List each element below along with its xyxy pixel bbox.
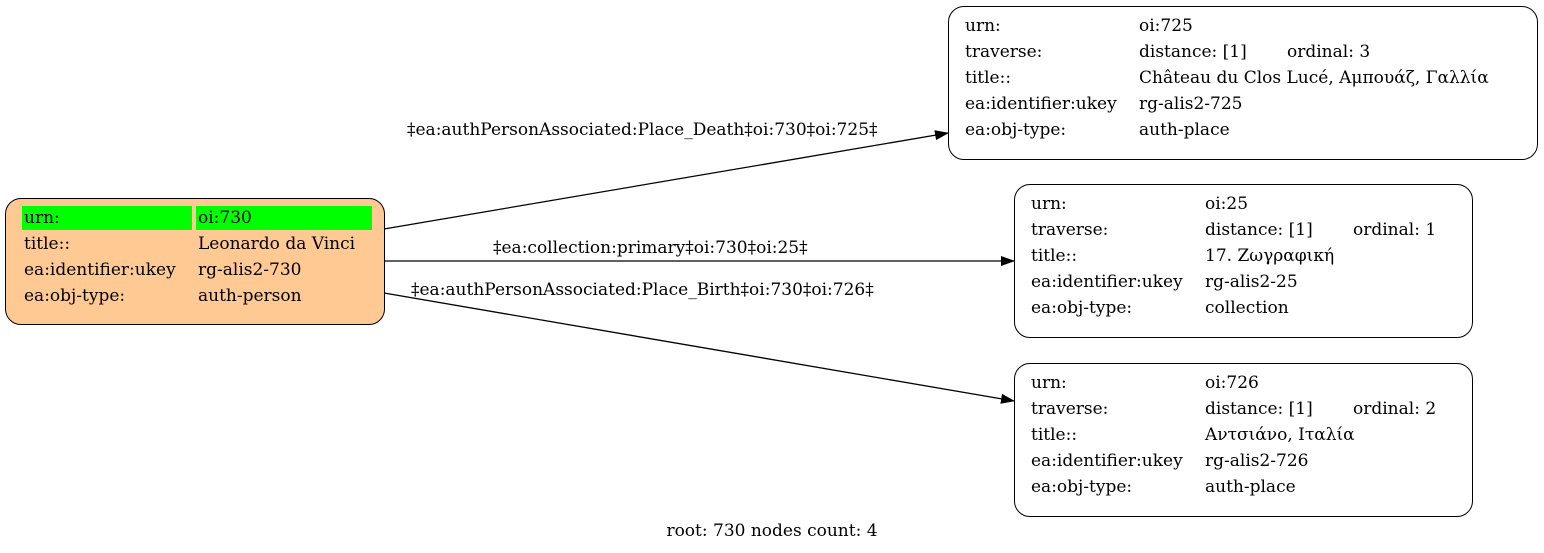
graph-footer: root: 730 nodes count: 4 — [666, 521, 878, 541]
node-25-type-value: collection — [1205, 298, 1289, 318]
node-oi-25[interactable]: urn: oi:25 traverse: distance: [1] ordina… — [1014, 184, 1473, 338]
root-ukey-key: ea:identifier:ukey — [24, 260, 176, 280]
node-726-title-value: Αντσιάνο, Ιταλία — [1205, 425, 1355, 445]
root-type-row: ea:obj-type: auth-person — [22, 284, 372, 308]
node-726-type-key: ea:obj-type: — [1031, 477, 1133, 497]
node-25-title-key: title:: — [1031, 246, 1078, 266]
root-type-value: auth-person — [198, 286, 302, 306]
node-25-ukey-value: rg-alis2-25 — [1205, 272, 1298, 292]
node-25-urn-key: urn: — [1031, 194, 1067, 214]
root-ukey-row: ea:identifier:ukey rg-alis2-730 — [22, 258, 372, 282]
node-oi-726[interactable]: urn: oi:726 traverse: distance: [1] ordin… — [1014, 363, 1473, 517]
edge-label-place-death: ‡ea:authPersonAssociated:Place_Death‡oi:… — [407, 120, 878, 140]
node-725-traverse-key: traverse: — [965, 42, 1043, 62]
node-725-urn-value: oi:725 — [1139, 16, 1193, 36]
node-725-ukey-key: ea:identifier:ukey — [965, 94, 1117, 114]
node-25-type-key: ea:obj-type: — [1031, 298, 1133, 318]
node-726-ordinal: ordinal: 2 — [1353, 399, 1437, 419]
node-25-traverse-value: distance: [1] ordinal: 1 — [1203, 218, 1438, 242]
node-725-traverse-value: distance: [1] ordinal: 3 — [1137, 40, 1491, 64]
root-ukey-value: rg-alis2-730 — [198, 260, 302, 280]
node-25-urn-value: oi:25 — [1205, 194, 1249, 214]
node-725-title-key: title:: — [965, 68, 1012, 88]
node-725-urn-key: urn: — [965, 16, 1001, 36]
node-oi-725[interactable]: urn: oi:725 traverse: distance: [1] ordin… — [948, 6, 1538, 160]
node-725-type-key: ea:obj-type: — [965, 120, 1067, 140]
node-725-title-value: Château du Clos Lucé, Αμπουάζ, Γαλλία — [1139, 68, 1489, 88]
node-25-traverse-key: traverse: — [1031, 220, 1109, 240]
node-root[interactable]: urn: oi:730 title:: Leonardo da Vinci ea… — [5, 198, 385, 325]
node-25-ukey-key: ea:identifier:ukey — [1031, 272, 1183, 292]
edge-label-place-birth: ‡ea:authPersonAssociated:Place_Birth‡oi:… — [411, 280, 874, 300]
node-725-ukey-value: rg-alis2-725 — [1139, 94, 1243, 114]
node-726-ukey-key: ea:identifier:ukey — [1031, 451, 1183, 471]
node-726-urn-key: urn: — [1031, 373, 1067, 393]
root-type-key: ea:obj-type: — [24, 286, 126, 306]
root-urn-value: oi:730 — [196, 206, 372, 230]
edge-line-place-birth[interactable] — [383, 292, 1015, 404]
node-726-ukey-value: rg-alis2-726 — [1205, 451, 1309, 471]
node-725-distance: distance: [1] — [1139, 42, 1247, 62]
edge-line-place-death[interactable] — [383, 130, 949, 230]
root-urn-key: urn: — [22, 206, 192, 230]
node-25-distance: distance: [1] — [1205, 220, 1313, 240]
node-726-traverse-key: traverse: — [1031, 399, 1109, 419]
node-725-ordinal: ordinal: 3 — [1287, 42, 1371, 62]
node-726-urn-value: oi:726 — [1205, 373, 1259, 393]
node-726-type-value: auth-place — [1205, 477, 1296, 497]
node-726-distance: distance: [1] — [1205, 399, 1313, 419]
root-title-value: Leonardo da Vinci — [198, 234, 356, 254]
root-title-key: title:: — [24, 234, 71, 254]
node-25-title-value: 17. Ζωγραφική — [1205, 246, 1335, 266]
node-726-traverse-value: distance: [1] ordinal: 2 — [1203, 397, 1438, 421]
node-725-type-value: auth-place — [1139, 120, 1230, 140]
root-urn-row: urn: oi:730 — [22, 206, 372, 230]
edge-label-collection: ‡ea:collection:primary‡oi:730‡oi:25‡ — [493, 238, 808, 258]
node-25-ordinal: ordinal: 1 — [1353, 220, 1437, 240]
node-726-title-key: title:: — [1031, 425, 1078, 445]
root-title-row: title:: Leonardo da Vinci — [22, 232, 372, 256]
